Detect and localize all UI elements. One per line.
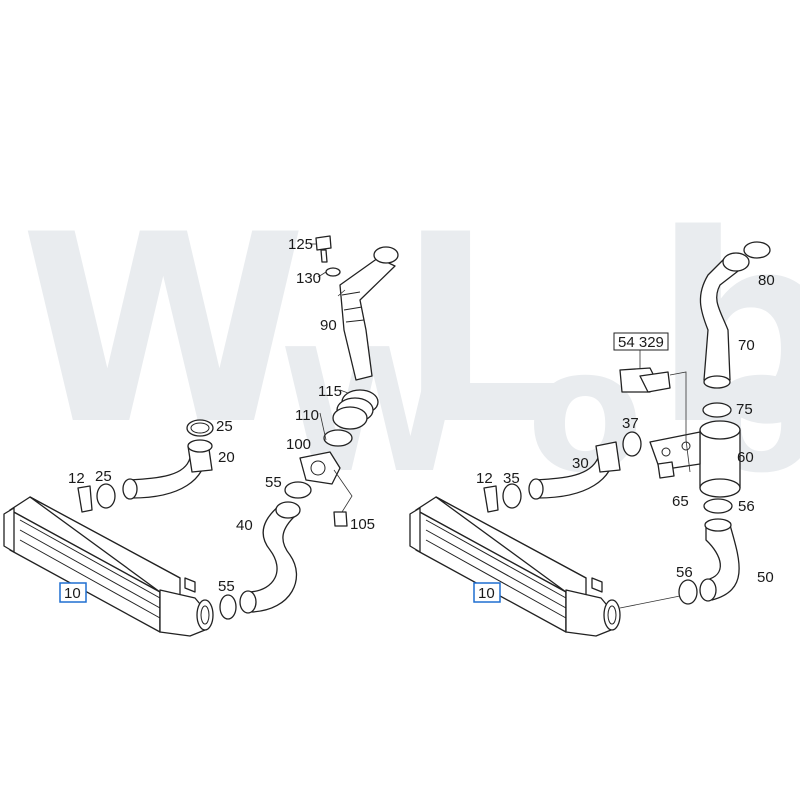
leader-lines-right [619,348,691,609]
label-20: 20 [218,449,235,466]
label-90: 90 [320,317,337,334]
intercooler-left [3,496,214,637]
label-55-upper: 55 [265,474,282,491]
label-115: 115 [318,383,342,400]
seal-25-lower-left [96,483,116,509]
bellows-115 [332,389,379,430]
housing-60 [649,420,741,498]
label-55-lower: 55 [218,578,235,595]
right-assembly: 80 70 54 329 75 37 30 60 65 56 12 35 50 … [409,241,775,637]
label-25-top: 25 [216,418,233,435]
seal-56-upper [703,498,733,514]
seal-75 [702,402,732,418]
label-box-54329 [613,332,669,351]
seal-55-lower [219,594,237,620]
bolt-125 [315,235,332,263]
label-80: 80 [758,272,775,289]
leader-lines-left [310,243,353,513]
label-125: 125 [288,236,313,253]
label-65: 65 [672,493,689,510]
label-60: 60 [737,449,754,466]
label-70: 70 [738,337,755,354]
label-56-lower: 56 [676,564,693,581]
seal-80 [743,241,771,259]
label-40: 40 [236,517,253,534]
label-37: 37 [622,415,639,432]
label-35: 35 [503,470,520,487]
label-130: 130 [296,270,321,287]
seal-35 [502,483,522,509]
label-54329: 54 329 [618,334,664,351]
clip-12-left [77,485,93,513]
label-25-lower: 25 [95,468,112,485]
hose-50 [699,518,740,602]
highlight-box-10-left [59,582,87,603]
label-75: 75 [736,401,753,418]
label-105: 105 [350,516,375,533]
labels-right: 80 70 54 329 75 37 30 60 65 56 12 35 50 … [473,272,775,603]
seal-56-lower [678,579,698,605]
label-12-left: 12 [68,470,85,487]
label-12-right: 12 [476,470,493,487]
hose-70 [699,252,750,389]
left-assembly: 125 130 90 115 110 100 105 55 40 55 25 2… [3,235,399,637]
hose-30 [528,441,621,500]
seal-55-upper [284,481,312,499]
labels-left: 125 130 90 115 110 100 105 55 40 55 25 2… [59,236,375,603]
hose-40 [239,501,301,614]
bolt-105 [333,511,348,527]
label-110: 110 [295,407,319,424]
label-10-left: 10 [64,585,81,602]
sensor-54329 [619,367,671,393]
label-50: 50 [757,569,774,586]
label-56-upper: 56 [738,498,755,515]
clip-12-right [483,485,499,513]
highlight-box-10-right [473,582,501,603]
washer-130 [325,267,341,277]
seal-37 [622,431,642,457]
label-10-right: 10 [478,585,495,602]
label-100: 100 [286,436,311,453]
hose-20 [122,439,213,500]
sensor-100 [299,451,341,485]
pipe-90 [339,246,399,381]
watermark-line1: W L b [20,180,800,482]
intercooler-right [409,496,621,637]
bolt-65 [657,461,675,479]
clamp-110 [323,429,353,447]
label-30: 30 [572,455,589,472]
